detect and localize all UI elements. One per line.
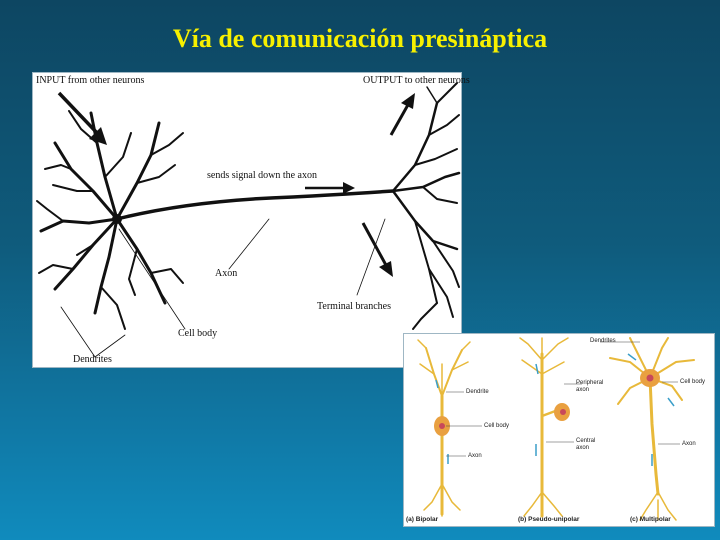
dendrite-branch [37, 201, 63, 221]
bipolar-cell-body-label: Cell body [484, 423, 509, 430]
dendrite-label: Dendrite [466, 389, 489, 396]
terminal-branch [437, 83, 457, 103]
dendrite-branch [117, 219, 165, 303]
input-label: INPUT from other neurons [36, 76, 144, 86]
neuron-diagram: INPUT from other neurons OUTPUT to other… [32, 72, 462, 368]
terminal-branch [393, 191, 457, 249]
direction-arrow [436, 380, 438, 388]
dendrite-branch [45, 165, 71, 169]
pointer-line [229, 219, 269, 269]
terminal-arrow [363, 223, 387, 267]
axon-line [117, 191, 393, 219]
bipolar-dendrite [442, 350, 462, 396]
central-axon-label: Central axon [576, 438, 602, 451]
direction-arrow [628, 354, 636, 360]
terminal-branches-label: Terminal branches [317, 302, 391, 312]
bipolar-dendrite [418, 340, 470, 396]
caption-multipolar: (c) Multipolar [630, 516, 671, 523]
dendrite-branch [117, 123, 159, 219]
dendrite-branch [105, 133, 131, 177]
terminal-branch [413, 303, 437, 329]
output-label: OUTPUT to other neurons [363, 76, 470, 86]
input-arrow [59, 93, 99, 135]
bipolar-axon-label: Axon [468, 453, 482, 460]
multipolar-axon-label: Axon [682, 441, 696, 448]
dendrite-branch [55, 219, 117, 289]
dendrite-branch [39, 265, 73, 273]
neuron-drawing [33, 73, 461, 367]
caption-bipolar: (a) Bipolar [406, 516, 438, 523]
multipolar-nucleus [647, 375, 654, 382]
dendrite-branch [101, 287, 125, 329]
dendrites-label-types: Dendrites [590, 338, 616, 345]
dendrite-branch [129, 249, 137, 295]
multipolar-axon [650, 378, 658, 494]
terminal-branch [427, 87, 437, 103]
direction-arrow [536, 364, 538, 374]
pointer-line [61, 307, 95, 357]
neuron-types-drawing [404, 334, 714, 526]
cell-body-dot [112, 214, 122, 224]
bipolar-nucleus [439, 423, 445, 429]
terminal-branch [393, 103, 437, 191]
slide-title: Vía de comunicación presináptica [0, 24, 720, 54]
output-arrow [391, 103, 409, 135]
direction-arrow [668, 398, 674, 406]
axon-label: Axon [215, 269, 237, 279]
signal-label: sends signal down the axon [207, 171, 317, 181]
dendrites-label: Dendrites [73, 355, 112, 365]
bipolar-dendrite [426, 348, 442, 396]
caption-pseudo-unipolar: (b) Pseudo-unipolar [518, 516, 579, 523]
pseudo-nucleus [560, 409, 566, 415]
multipolar-cell-body-label: Cell body [680, 379, 705, 386]
terminal-branch [429, 269, 453, 317]
peripheral-axon-label: Peripheral axon [576, 380, 606, 393]
terminal-branch [423, 187, 457, 203]
pseudo-dendrite [520, 338, 568, 374]
neuron-types-diagram: Dendrites Dendrite Cell body Axon Periph… [403, 333, 715, 527]
cell-body-label: Cell body [178, 329, 217, 339]
